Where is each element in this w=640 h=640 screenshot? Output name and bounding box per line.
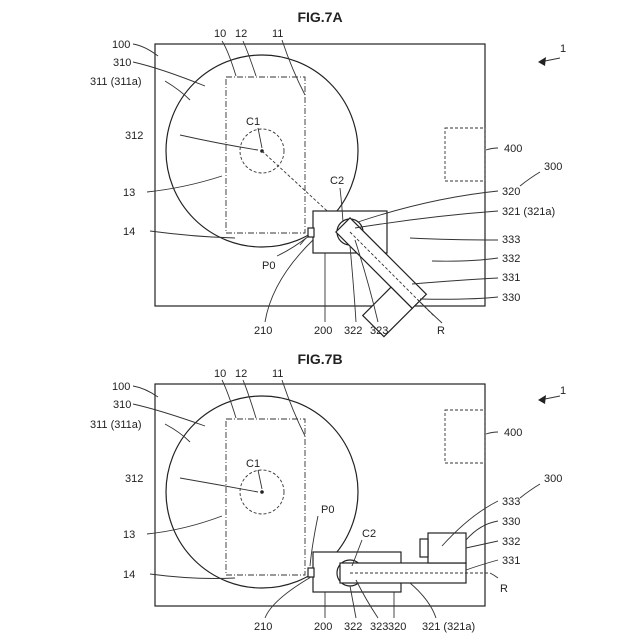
label-332: 332: [502, 253, 520, 265]
label-323: 323: [370, 621, 388, 633]
label-400: 400: [504, 143, 522, 155]
label-c1: C1: [246, 116, 260, 128]
label-333: 333: [502, 496, 520, 508]
label-400: 400: [504, 427, 522, 439]
label-310: 310: [113, 399, 131, 411]
label-100: 100: [112, 381, 130, 393]
figure-7b: FIG.7B: [90, 351, 566, 633]
label-210: 210: [254, 621, 272, 633]
label-1: 1: [560, 385, 566, 397]
label-14: 14: [123, 226, 135, 238]
label-312: 312: [125, 473, 143, 485]
label-312: 312: [125, 130, 143, 142]
label-c2: C2: [362, 528, 376, 540]
label-p0: P0: [321, 504, 334, 516]
label-321: 321 (321a): [502, 206, 555, 218]
label-14: 14: [123, 569, 135, 581]
label-13: 13: [123, 187, 135, 199]
label-320: 320: [388, 621, 406, 633]
arrow-icon: [538, 395, 546, 404]
figure-title: FIG.7A: [297, 9, 342, 25]
label-331: 331: [502, 272, 520, 284]
label-c2: C2: [330, 175, 344, 187]
label-r: R: [500, 583, 508, 595]
label-331: 331: [502, 555, 520, 567]
label-322: 322: [344, 325, 362, 337]
label-333: 333: [502, 234, 520, 246]
label-p0: P0: [262, 260, 275, 272]
label-311: 311 (311a): [90, 76, 142, 88]
label-330: 330: [502, 516, 520, 528]
label-210: 210: [254, 325, 272, 337]
label-330: 330: [502, 292, 520, 304]
label-300: 300: [544, 473, 562, 485]
label-311: 311 (311a): [90, 419, 142, 431]
label-320: 320: [502, 186, 520, 198]
label-r: R: [437, 325, 445, 337]
label-332: 332: [502, 536, 520, 548]
figure-7a: FIG.7A: [90, 9, 566, 352]
label-12: 12: [235, 368, 247, 380]
label-10: 10: [214, 28, 226, 40]
housing-100: [155, 44, 485, 306]
label-310: 310: [113, 57, 131, 69]
label-c1: C1: [246, 458, 260, 470]
label-200: 200: [314, 325, 332, 337]
label-10: 10: [214, 368, 226, 380]
label-11: 11: [272, 28, 283, 40]
arrow-icon: [538, 57, 546, 66]
label-1: 1: [560, 43, 566, 55]
label-323: 323: [370, 325, 388, 337]
part-210: [308, 228, 314, 237]
label-100: 100: [112, 39, 130, 51]
label-13: 13: [123, 529, 135, 541]
label-200: 200: [314, 621, 332, 633]
center-c1: [260, 490, 264, 494]
figure-title: FIG.7B: [297, 351, 342, 367]
label-322: 322: [344, 621, 362, 633]
label-12: 12: [235, 28, 247, 40]
part-210: [308, 568, 314, 577]
label-321: 321 (321a): [422, 621, 475, 633]
label-11: 11: [272, 368, 283, 380]
label-300: 300: [544, 161, 562, 173]
